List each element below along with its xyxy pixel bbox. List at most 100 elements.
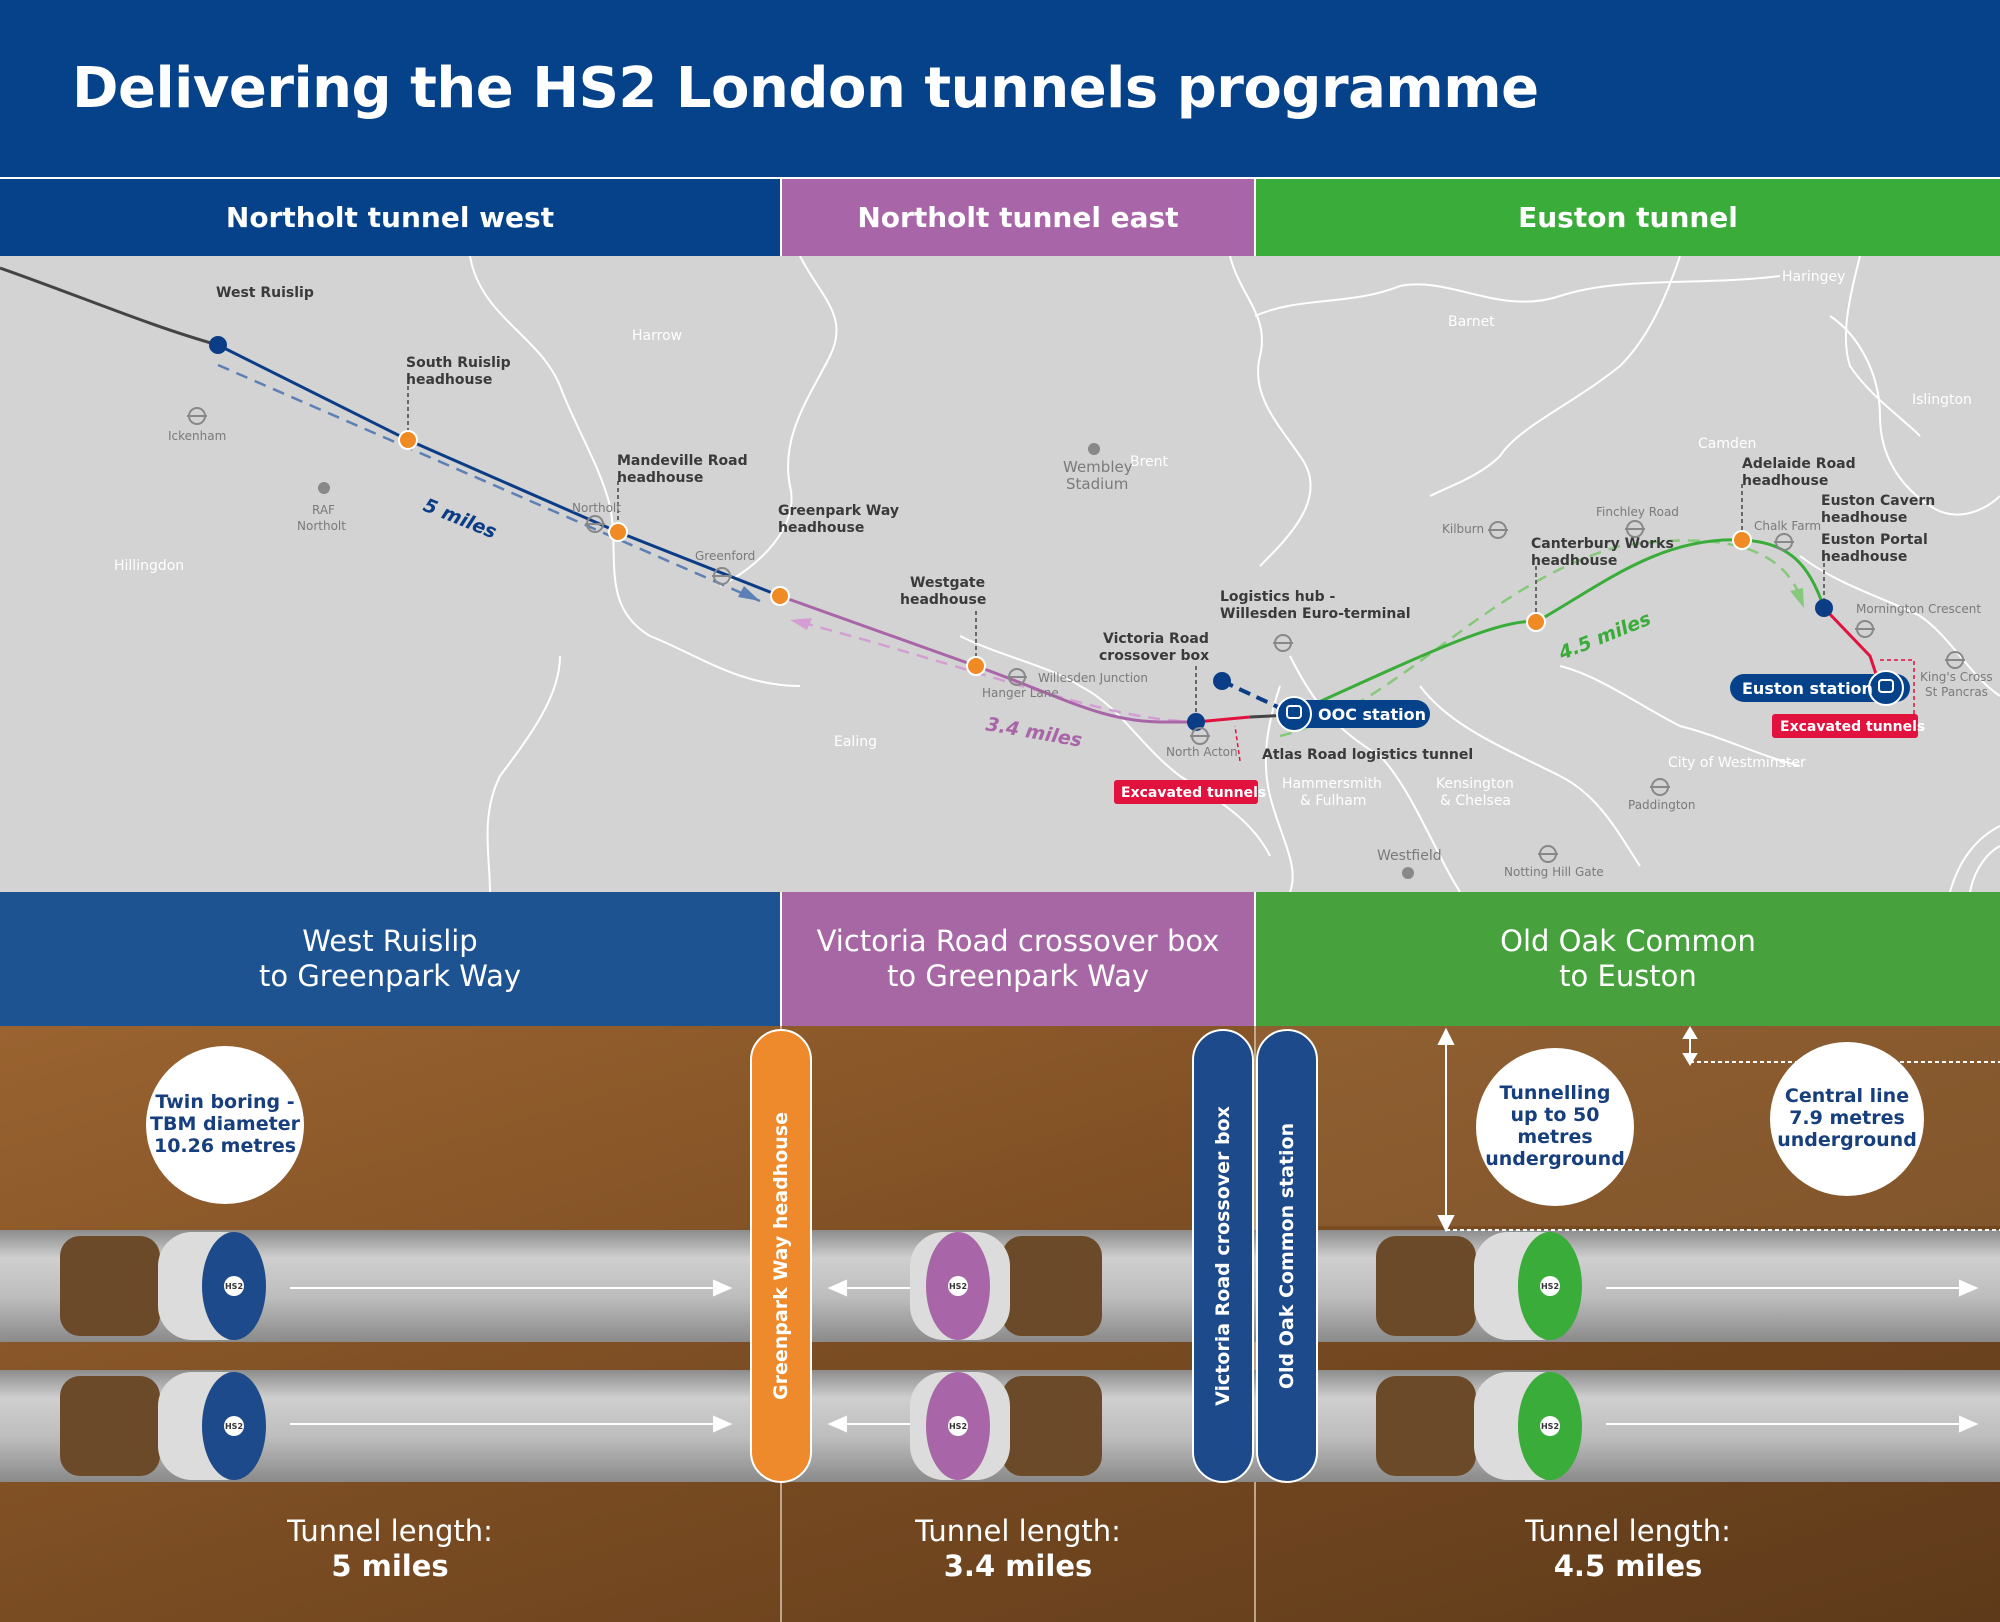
site-atlas: Atlas Road logistics tunnel — [1262, 747, 1473, 763]
mandeville-dot — [608, 522, 628, 542]
place-kings-2: St Pancras — [1925, 685, 1988, 699]
site-canterbury-2: headhouse — [1531, 553, 1617, 569]
pillar-ooc — [1256, 1029, 1318, 1483]
site-mandeville-1: Mandeville Road — [617, 453, 748, 469]
place-notting: Notting Hill Gate — [1504, 865, 1604, 879]
site-canterbury-1: Canterbury Works — [1531, 536, 1674, 552]
pillar-greenpark — [750, 1029, 812, 1483]
svg-text:HS2: HS2 — [1541, 1282, 1559, 1291]
area-haringey: Haringey — [1782, 269, 1845, 285]
pillar-victoria-label: Victoria Road crossover box — [1212, 1106, 1234, 1406]
site-westgate-2: headhouse — [900, 592, 986, 608]
distance-euston: 4.5 miles — [1555, 608, 1654, 665]
place-finchley: Finchley Road — [1596, 505, 1679, 519]
place-wembley-1: Wembley — [1063, 458, 1133, 476]
euston-portal-dot — [1815, 599, 1833, 617]
header-northolt-west: Northolt tunnel west — [0, 179, 780, 256]
area-westminster: City of Westminster — [1668, 755, 1806, 771]
place-raf-2: Northolt — [297, 519, 346, 533]
band-west-line1: West Ruislip — [302, 924, 478, 959]
place-paddington: Paddington — [1628, 798, 1696, 812]
area-harrow: Harrow — [632, 328, 682, 344]
south-ruislip-dot — [398, 430, 418, 450]
excavated-label-west: Excavated tunnels — [1121, 785, 1266, 801]
svg-text:HS2: HS2 — [949, 1282, 967, 1291]
ooc-badge: OOC station — [1276, 696, 1430, 732]
tbm-west-top — [60, 1232, 266, 1340]
page-title: Delivering the HS2 London tunnels progra… — [72, 56, 1539, 121]
header-northolt-east: Northolt tunnel east — [782, 179, 1254, 256]
site-logistics-1: Logistics hub - — [1220, 589, 1336, 605]
area-ealing: Ealing — [834, 734, 877, 750]
site-adelaide-2: headhouse — [1742, 473, 1828, 489]
area-hammersmith-1: Hammersmith — [1282, 776, 1382, 792]
site-portal-2: headhouse — [1821, 549, 1907, 565]
site-greenpark-1: Greenpark Way — [778, 503, 899, 519]
place-wembley-2: Stadium — [1066, 475, 1128, 493]
greenpark-dot — [770, 586, 790, 606]
site-south-ruislip-1: South Ruislip — [406, 355, 511, 371]
title-bar: Delivering the HS2 London tunnels progra… — [0, 0, 2000, 177]
west-ruislip-dot — [209, 336, 227, 354]
canterbury-dot — [1526, 612, 1546, 632]
place-greenford: Greenford — [695, 549, 755, 563]
ooc-station-label: OOC station — [1318, 705, 1426, 724]
map-svg: Harrow Barnet Haringey Islington Camden … — [0, 256, 2000, 892]
place-mornington: Mornington Crescent — [1856, 602, 1981, 616]
area-camden: Camden — [1698, 436, 1756, 452]
site-greenpark-2: headhouse — [778, 520, 864, 536]
adelaide-dot — [1732, 530, 1752, 550]
tbm-euston-bottom — [1376, 1372, 1582, 1480]
site-south-ruislip-2: headhouse — [406, 372, 492, 388]
length-east: Tunnel length:3.4 miles — [915, 1514, 1121, 1583]
band-euston-line1: Old Oak Common — [1500, 924, 1756, 959]
westgate-dot — [966, 656, 986, 676]
excavated-badge-west: Excavated tunnels — [1114, 780, 1266, 804]
excavated-badge-east: Excavated tunnels — [1772, 714, 1925, 738]
place-westfield: Westfield — [1377, 848, 1442, 864]
place-hanger-lane: Hanger Lane — [982, 686, 1059, 700]
place-ickenham: Ickenham — [168, 429, 226, 443]
tunnel-cross-section: HS2 HS2 HS2 HS2 HS2 HS2 — [0, 1026, 2000, 1622]
pillar-greenpark-label: Greenpark Way headhouse — [770, 1112, 792, 1400]
site-adelaide-1: Adelaide Road — [1742, 456, 1856, 472]
pillar-ooc-label: Old Oak Common station — [1276, 1122, 1298, 1390]
direction-arrows — [290, 1279, 1979, 1433]
area-islington: Islington — [1912, 392, 1972, 408]
tbm-east-bottom — [910, 1372, 1102, 1480]
logistics-hub-dot — [1213, 672, 1231, 690]
band-east-line1: Victoria Road crossover box — [816, 924, 1220, 959]
site-portal-1: Euston Portal — [1821, 532, 1928, 548]
headhouse-dots — [398, 430, 1752, 676]
route-map: Harrow Barnet Haringey Islington Camden … — [0, 256, 2000, 892]
svg-text:HS2: HS2 — [949, 1422, 967, 1431]
site-cavern-1: Euston Cavern — [1821, 493, 1935, 509]
borough-boundaries — [469, 256, 2000, 892]
victoria-road-dot — [1187, 713, 1205, 731]
site-westgate-1: Westgate — [910, 575, 985, 591]
site-victoria-1: Victoria Road — [1103, 631, 1209, 647]
tunnels-svg: HS2 HS2 HS2 HS2 HS2 HS2 — [0, 1026, 2000, 1622]
band-east-line2: to Greenpark Way — [886, 959, 1150, 993]
euston-station-label: Euston station — [1742, 679, 1873, 698]
place-chalk-farm: Chalk Farm — [1754, 519, 1821, 533]
euston-badge: Euston station — [1730, 670, 1910, 706]
svg-text:HS2: HS2 — [1541, 1422, 1559, 1431]
pillar-victoria — [1192, 1029, 1254, 1483]
area-hillingdon: Hillingdon — [114, 558, 184, 574]
tbm-west-bottom — [60, 1372, 266, 1480]
tbm-east-top — [910, 1232, 1102, 1340]
area-brent: Brent — [1130, 454, 1169, 470]
site-victoria-2: crossover box — [1099, 648, 1209, 664]
place-raf-1: RAF — [312, 503, 335, 517]
area-hammersmith-2: & Fulham — [1300, 793, 1367, 809]
tbm-euston-top — [1376, 1232, 1582, 1340]
length-west: Tunnel length:5 miles — [287, 1514, 493, 1583]
header-euston: Euston tunnel — [1256, 179, 2000, 256]
distance-west: 5 miles — [420, 494, 500, 543]
